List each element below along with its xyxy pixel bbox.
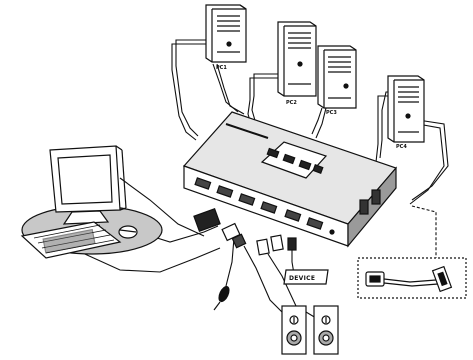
keyboard <box>20 221 122 259</box>
device-label: DEVICE <box>289 275 315 282</box>
pc4-tower <box>387 75 425 143</box>
pc1-tower <box>205 4 247 63</box>
power-outlet-right <box>313 305 339 355</box>
cable-bundle <box>75 39 449 319</box>
usb-cable-inset <box>357 257 467 299</box>
pc1-label: PC1 <box>216 65 227 71</box>
mouse <box>118 225 138 239</box>
connector-plugs <box>193 207 297 256</box>
power-outlet-left <box>281 305 307 355</box>
device-box <box>283 269 329 285</box>
pc4-label: PC4 <box>396 144 407 150</box>
pc3-label: PC3 <box>326 110 337 116</box>
pc2-label: PC2 <box>286 100 297 106</box>
microphone <box>213 285 230 311</box>
pc2-tower <box>277 21 317 97</box>
kvm-switch <box>182 111 398 248</box>
pc3-tower <box>317 45 357 109</box>
